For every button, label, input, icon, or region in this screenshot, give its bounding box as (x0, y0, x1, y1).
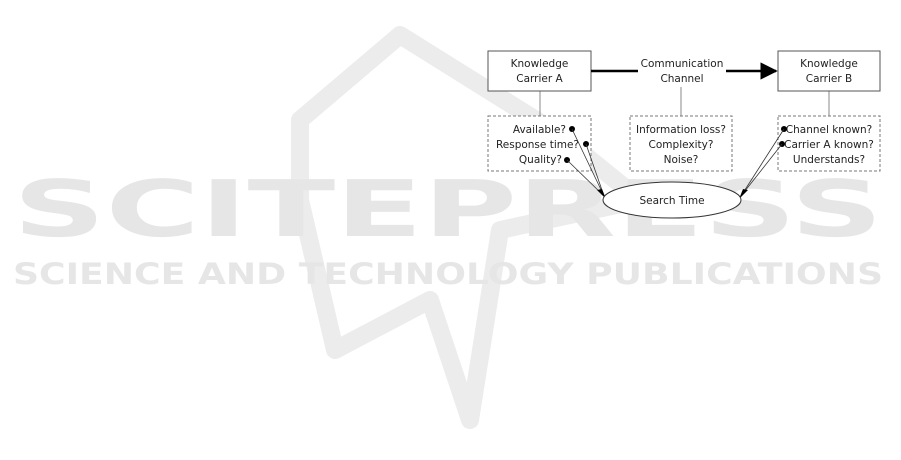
carrier-b-box: Knowledge Carrier B (778, 51, 880, 91)
carrier-a-line1: Knowledge (511, 58, 569, 70)
channel-label-line1: Communication (641, 58, 724, 70)
carrier-b-factor: Channel known? (786, 124, 872, 136)
watermark-sub-text: SCIENCE AND TECHNOLOGY PUBLICATIONS (13, 257, 883, 291)
search-time-label: Search Time (639, 195, 704, 207)
carrier-a-factor: Response time? (496, 139, 579, 151)
carrier-a-factor: Quality? (519, 154, 562, 166)
channel-label-line2: Channel (660, 73, 703, 85)
carrier-a-box: Knowledge Carrier A (488, 51, 591, 91)
carrier-b-factor: Carrier A known? (784, 139, 874, 151)
channel-factor: Noise? (664, 154, 699, 166)
carrier-b-line1: Knowledge (800, 58, 858, 70)
channel-factor: Information loss? (636, 124, 726, 136)
carrier-b-factor: Understands? (793, 154, 865, 166)
channel-factor: Complexity? (649, 139, 714, 151)
carrier-a-line2: Carrier A (516, 73, 563, 85)
watermark: SCITEPRESS SCIENCE AND TECHNOLOGY PUBLIC… (13, 35, 883, 420)
carrier-b-line2: Carrier B (806, 73, 852, 85)
carrier-a-factor: Available? (513, 124, 566, 136)
